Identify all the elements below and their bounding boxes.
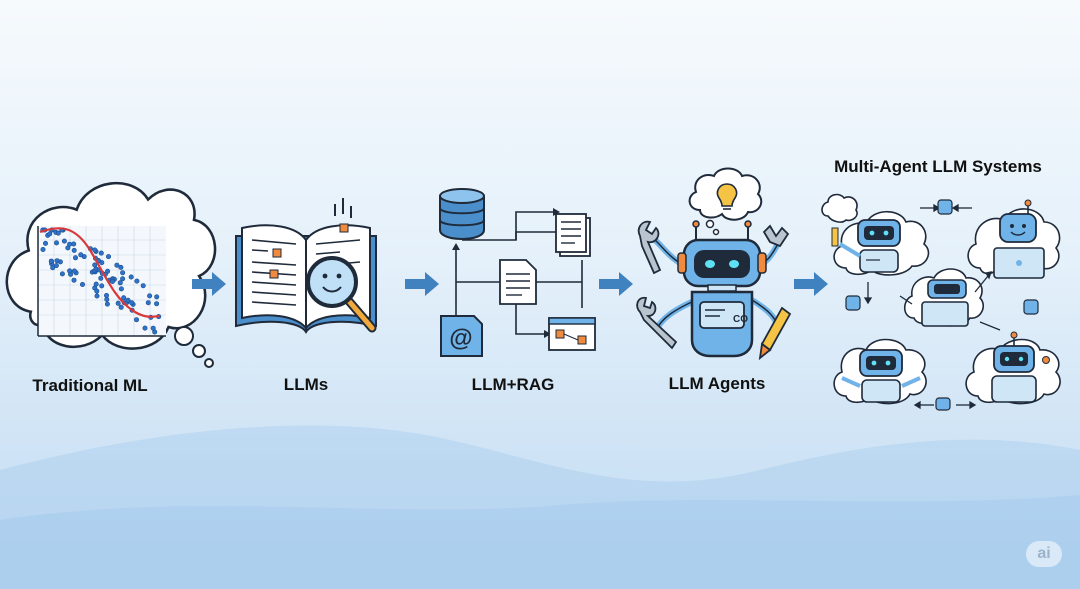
scatter-dot	[128, 274, 134, 280]
agent-robot-top-left	[831, 219, 901, 273]
stage-label-multi-agent: Multi-Agent LLM Systems	[834, 157, 1042, 176]
email-file-icon: @	[440, 315, 483, 357]
scatter-dot	[118, 286, 124, 292]
scatter-dot	[42, 240, 48, 246]
scatter-dot	[110, 278, 116, 284]
scatter-dot	[129, 300, 135, 306]
thought-bubble-lightbulb-icon	[688, 167, 763, 236]
scatter-dot	[53, 263, 59, 269]
email-symbol: @	[449, 325, 472, 352]
agent-robot-bottom-left	[841, 349, 921, 403]
scatter-dot	[118, 304, 124, 310]
scatter-dot	[54, 258, 60, 264]
scatter-dot	[92, 262, 98, 268]
scatter-dot	[121, 295, 127, 301]
stage-label-llms: LLMs	[283, 375, 329, 394]
scatter-dot	[134, 278, 140, 284]
claw-gripper-icon	[762, 224, 790, 248]
scatter-dot	[106, 254, 112, 260]
scatter-dot	[145, 300, 151, 306]
scatter-dot	[67, 241, 73, 247]
scatter-dot	[98, 250, 104, 256]
scatter-dot	[120, 276, 126, 282]
pencil-icon	[758, 306, 792, 361]
agent-robot-bottom-right	[991, 331, 1050, 403]
scatter-dot	[40, 247, 46, 253]
flow-arrow-1	[192, 272, 226, 296]
scatter-dot	[99, 283, 105, 289]
scatter-dot	[67, 268, 73, 274]
scatter-dot	[98, 275, 104, 281]
stage-llm-rag: @ LLM+RAG	[0, 0, 596, 394]
scatter-dot	[142, 325, 148, 331]
scatter-dot	[50, 265, 56, 271]
scatter-dot	[125, 297, 131, 303]
retrieval-document-flow-icon: @	[439, 188, 596, 357]
stage-traditional-ml: Traditional ML	[0, 0, 217, 395]
scatter-dot	[93, 281, 99, 287]
scatter-dot	[71, 277, 77, 283]
scatter-dot	[94, 288, 100, 294]
flow-arrow-2	[405, 272, 439, 296]
robot-with-tools-icon: CO	[636, 167, 792, 361]
wrench-lower-icon	[636, 296, 678, 350]
center-document-icon	[499, 259, 537, 305]
stage-llm-agents: CO LLM Agents	[0, 0, 792, 393]
diagram-window-icon	[548, 317, 596, 351]
stage-label-traditional-ml: Traditional ML	[32, 376, 148, 395]
scatter-dot	[114, 262, 120, 268]
scatter-dot	[147, 293, 153, 299]
stage-label-llm-rag: LLM+RAG	[471, 375, 555, 394]
scatter-dot	[154, 294, 160, 300]
stage-multi-agent: Multi-Agent LLM Systems	[0, 0, 1061, 411]
scatter-dot	[71, 268, 77, 274]
scatter-dot	[48, 258, 54, 264]
ai-badge: ai	[1026, 541, 1062, 567]
scatter-dot	[115, 300, 121, 306]
document-stack-icon	[555, 213, 591, 257]
wrench-icon	[637, 220, 662, 275]
scatter-dot	[47, 231, 53, 237]
scatter-dot	[73, 255, 79, 261]
scatter-dot	[71, 247, 77, 253]
flow-arrow-4	[794, 272, 828, 296]
scatter-dot	[117, 280, 123, 286]
scatter-dot	[118, 264, 124, 270]
scatter-dot	[134, 317, 140, 323]
database-icon	[439, 188, 485, 240]
scatter-dot	[154, 301, 160, 307]
stage-llms: LLMs	[0, 0, 377, 394]
scatter-dot	[55, 230, 61, 236]
robot-network-icon	[821, 193, 1061, 411]
magnifier-icon	[306, 256, 377, 333]
scatter-dot	[80, 281, 86, 287]
robot-panel-text: CO	[733, 314, 748, 325]
open-book-magnifier-icon	[235, 198, 377, 334]
thought-cloud-scatter-plot-icon	[5, 181, 217, 368]
stage-label-llm-agents: LLM Agents	[668, 374, 766, 393]
scatter-dot	[78, 252, 84, 258]
flow-arrow-3	[599, 272, 633, 296]
agent-robot-top-right	[993, 199, 1045, 279]
scatter-dot	[104, 301, 110, 307]
agent-robot-center	[921, 279, 969, 327]
scatter-dot	[140, 283, 146, 289]
scatter-dot	[59, 271, 65, 277]
scatter-dot	[61, 238, 67, 244]
scatter-dot	[150, 325, 156, 331]
scatter-dot	[53, 240, 59, 246]
scatter-plot	[37, 226, 166, 337]
scatter-dot	[120, 270, 126, 276]
scatter-dot	[94, 293, 100, 299]
scatter-dot	[92, 247, 98, 253]
